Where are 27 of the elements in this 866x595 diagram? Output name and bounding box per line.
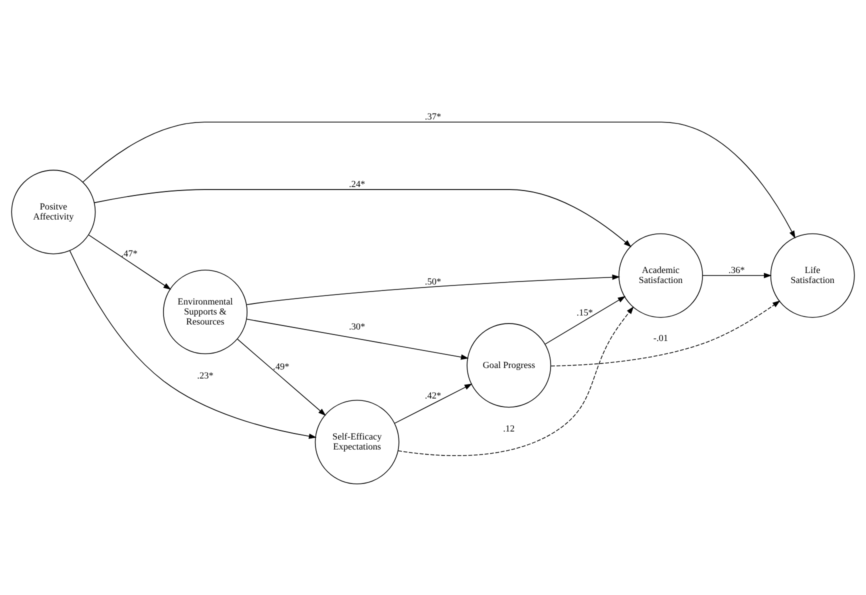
arrow [550, 300, 780, 366]
edge-label: .37* [424, 112, 442, 122]
arrow [398, 306, 634, 456]
node-circle: Self-Efficacy Expectations [314, 399, 400, 484]
arrow [237, 338, 326, 416]
arrow [702, 272, 772, 278]
node-circle: Positve Affectivity [11, 169, 96, 254]
edge-label: .23* [197, 370, 214, 381]
arrow [246, 274, 620, 305]
edge-label: .47* [121, 249, 138, 260]
arrow [544, 296, 626, 344]
edge-label: .50* [424, 277, 442, 288]
arrow [394, 383, 472, 424]
edge-label: .36* [728, 265, 745, 276]
node-circle: Goal Progress [466, 322, 552, 408]
edge-label: .12 [503, 424, 515, 434]
edge-label: .49* [273, 362, 290, 372]
arrow [82, 121, 796, 238]
edge-label: .30* [348, 322, 366, 332]
edge-label: .15* [576, 308, 593, 318]
edge-label: .24* [348, 179, 366, 190]
edge-label: .42* [424, 390, 442, 401]
arrow [94, 188, 632, 247]
arrow [246, 318, 469, 360]
arrow [70, 250, 317, 438]
edge-label: -.01 [653, 334, 668, 344]
arrow [88, 234, 172, 290]
